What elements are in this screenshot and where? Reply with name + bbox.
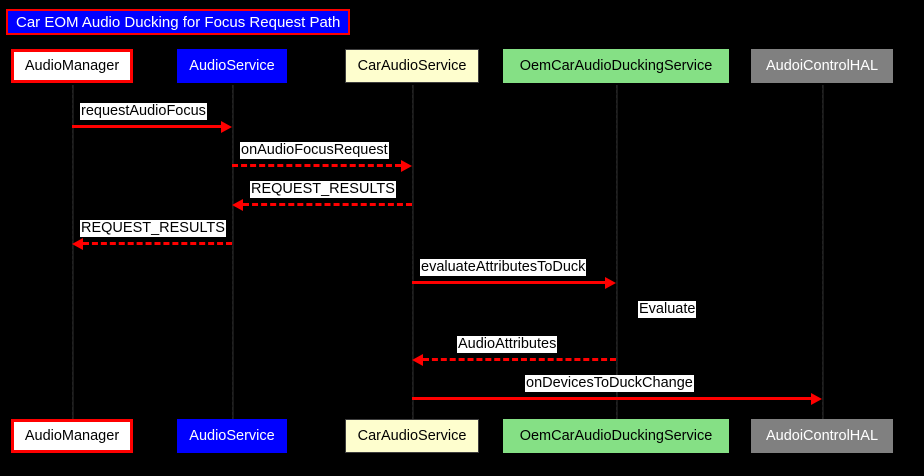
message-arrowhead-1	[401, 160, 412, 172]
participant-label: CarAudioService	[357, 427, 467, 444]
lifeline-oemcaraudioduckingservice	[616, 85, 618, 420]
participant-label: CarAudioService	[357, 57, 467, 74]
diagram-title-label: Car EOM Audio Ducking for Focus Request …	[16, 13, 341, 31]
message-line-0	[72, 125, 221, 128]
participant-audiomanager-bottom[interactable]: AudioManager	[11, 419, 133, 453]
participant-label: AudioManager	[24, 427, 120, 444]
participant-audiomanager-top[interactable]: AudioManager	[11, 49, 133, 83]
message-label-2: REQUEST_RESULTS	[250, 181, 396, 198]
diagram-title: Car EOM Audio Ducking for Focus Request …	[6, 9, 351, 35]
participant-audoicontrolhal-top[interactable]: AudoiControlHAL	[751, 49, 893, 83]
message-line-6	[412, 397, 811, 400]
participant-oemcaraudioduckingservice-bottom[interactable]: OemCarAudioDuckingService	[503, 419, 729, 453]
message-line-2	[243, 203, 412, 206]
message-label-0: requestAudioFocus	[80, 103, 207, 120]
lifeline-audoicontrolhal	[822, 85, 824, 420]
message-label-1: onAudioFocusRequest	[240, 142, 389, 159]
participant-caraudioservice-bottom[interactable]: CarAudioService	[345, 419, 479, 453]
message-label-5: AudioAttributes	[457, 336, 558, 353]
lifeline-audiomanager	[72, 85, 74, 420]
participant-label: AudoiControlHAL	[765, 427, 879, 444]
participant-audioservice-top[interactable]: AudioService	[177, 49, 287, 83]
message-line-4	[412, 281, 605, 284]
message-line-1	[232, 164, 401, 167]
message-arrowhead-2	[232, 199, 243, 211]
message-label-4: evaluateAttributesToDuck	[420, 259, 587, 276]
message-arrowhead-5	[412, 354, 423, 366]
participant-oemcaraudioduckingservice-top[interactable]: OemCarAudioDuckingService	[503, 49, 729, 83]
message-line-5	[423, 358, 616, 361]
participant-caraudioservice-top[interactable]: CarAudioService	[345, 49, 479, 83]
participant-label: OemCarAudioDuckingService	[519, 57, 713, 74]
message-arrowhead-3	[72, 238, 83, 250]
message-label-3: REQUEST_RESULTS	[80, 220, 226, 237]
participant-label: AudoiControlHAL	[765, 57, 879, 74]
lifeline-caraudioservice	[412, 85, 414, 420]
participant-audioservice-bottom[interactable]: AudioService	[177, 419, 287, 453]
note-label-0: Evaluate	[638, 301, 697, 318]
participant-audoicontrolhal-bottom[interactable]: AudoiControlHAL	[751, 419, 893, 453]
message-label-6: onDevicesToDuckChange	[525, 375, 694, 392]
lifeline-audioservice	[232, 85, 234, 420]
message-line-3	[83, 242, 232, 245]
participant-label: AudioManager	[24, 57, 120, 74]
message-arrowhead-0	[221, 121, 232, 133]
message-arrowhead-6	[811, 393, 822, 405]
participant-label: AudioService	[189, 57, 275, 74]
message-arrowhead-4	[605, 277, 616, 289]
participant-label: AudioService	[189, 427, 275, 444]
participant-label: OemCarAudioDuckingService	[519, 427, 713, 444]
